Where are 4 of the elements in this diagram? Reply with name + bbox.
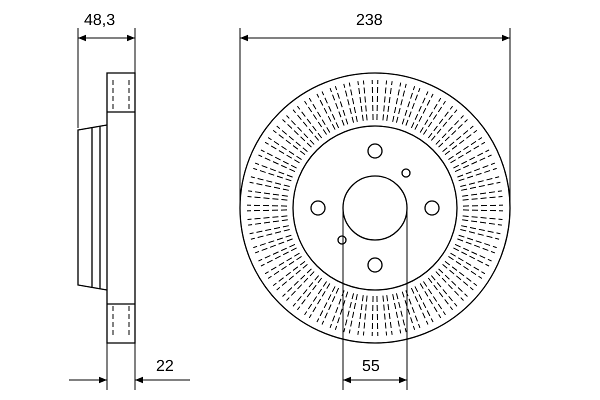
dimension-label: 22 — [156, 358, 174, 376]
dimension-label: 238 — [356, 12, 383, 30]
dimension-label: 55 — [362, 358, 380, 376]
dimension-label: 48,3 — [84, 12, 116, 30]
